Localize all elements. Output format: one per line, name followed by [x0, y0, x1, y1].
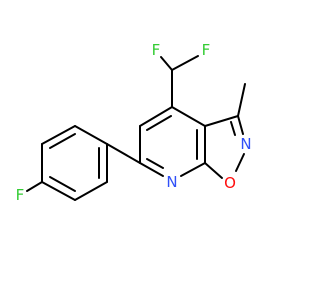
bond-c4-c5-inner [146, 115, 172, 131]
bond-n-c3 [237, 115, 244, 135]
bond-ar-2 [74, 181, 108, 201]
atom-n-isoxazole: N [240, 135, 251, 153]
atom-f-2: F [202, 41, 211, 59]
bond-ar-3 [41, 181, 76, 201]
atom-labels: F F F N N O [16, 41, 252, 204]
bond-ar-6 [74, 125, 108, 145]
bond-c3-methyl [237, 83, 246, 117]
molecule-drawing: F F F N N O [16, 41, 252, 204]
bond-o-n [235, 153, 245, 172]
bond-c6-n7 [139, 162, 164, 177]
bond-c3-c3a [204, 115, 239, 127]
bond-ar-f [26, 181, 43, 192]
bond-n-c3-inner [230, 121, 236, 136]
bond-c6-n7-inner [146, 158, 164, 169]
bond-ar-3-inner [49, 176, 76, 192]
structure-view: F F F N N O [15, 41, 252, 204]
atom-n-pyridine: N [166, 173, 177, 191]
atom-f-1: F [152, 41, 161, 59]
bond-c4-c5 [139, 106, 173, 127]
bond-cf2-f1 [160, 56, 173, 71]
bond-c3a-c4 [171, 106, 206, 127]
bond-c6-aryl [106, 143, 141, 164]
bond-c7a-o [204, 162, 223, 179]
bond-cf2-f2 [171, 55, 199, 71]
bond-ar-5 [41, 125, 76, 145]
bond-ar-5-inner [49, 133, 76, 149]
bond-lines [26, 55, 246, 201]
bond-n7-c7a [180, 162, 206, 177]
atom-o-isoxazole: O [224, 174, 236, 192]
atom-f-3: F [16, 186, 25, 204]
